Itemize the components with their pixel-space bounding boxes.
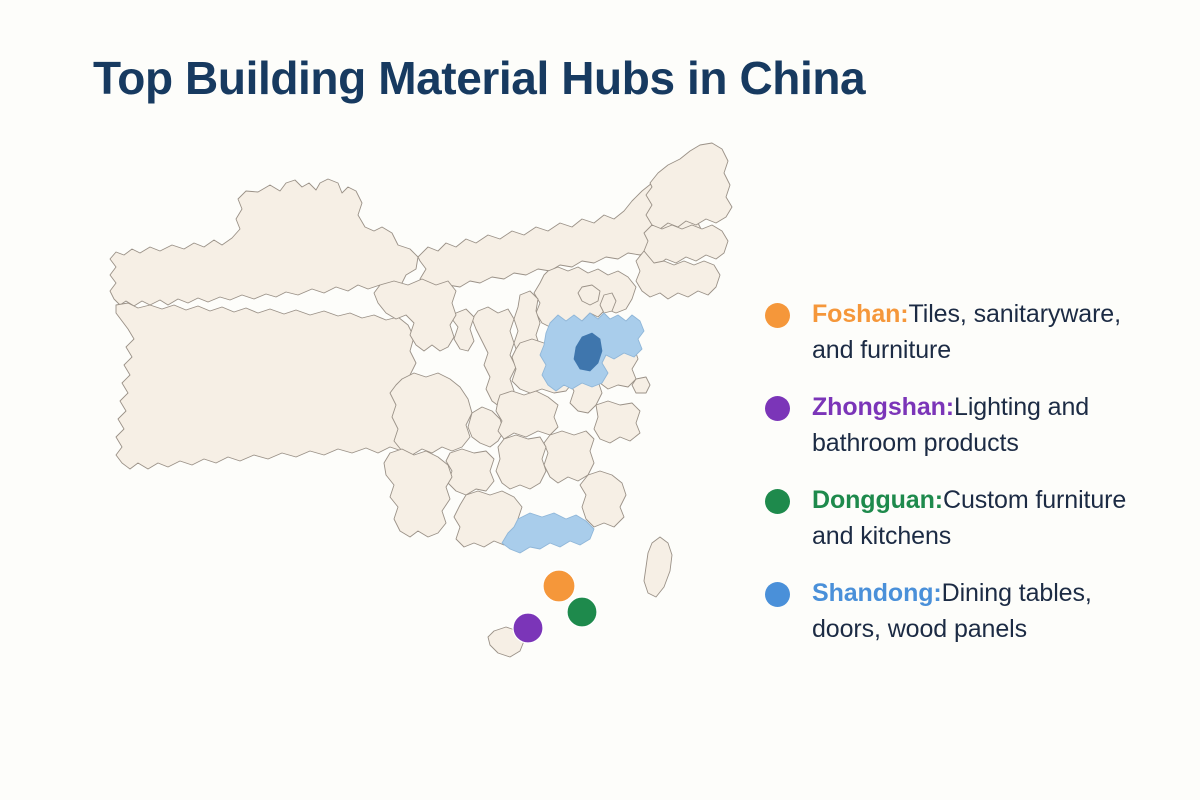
legend-name-foshan: Foshan: [812,300,909,328]
province-ningxia [451,308,475,352]
legend-text-zhongshan: Zhongshan:Lighting and bathroom products [812,389,1163,461]
legend-text-foshan: Foshan:Tiles, sanitaryware, and furnitur… [812,296,1163,368]
map-marker-zhongshan[interactable] [512,612,544,644]
province-hunan [495,434,547,490]
legend-name-shandong: Shandong: [812,579,942,607]
province-yunnan [383,448,453,538]
province-beijing [577,284,601,306]
province-jilin [643,224,729,266]
province-xinjiang [109,178,419,307]
legend-item-shandong[interactable]: Shandong:Dining tables, doors, wood pane… [763,575,1163,647]
province-heilongjiang [645,142,733,230]
province-tianjin [599,292,617,314]
map-marker-foshan[interactable] [542,569,576,603]
legend-item-zhongshan[interactable]: Zhongshan:Lighting and bathroom products [763,389,1163,461]
legend-dot-foshan [765,303,790,328]
province-shandong-inner-highlight [573,332,603,372]
legend-text-dongguan: Dongguan:Custom furniture and kitchens [812,482,1163,554]
legend-description-zhongshan: Lighting and bathroom products [812,393,1090,457]
legend-dot-dongguan [765,489,790,514]
province-sichuan [389,372,473,456]
province-hubei [495,390,559,440]
province-zhejiang [593,400,641,444]
legend-item-foshan[interactable]: Foshan:Tiles, sanitaryware, and furnitur… [763,296,1163,368]
legend: Foshan:Tiles, sanitaryware, and furnitur… [763,296,1163,647]
province-gansu [373,278,457,352]
province-chongqing [467,406,505,448]
legend-description-shandong: Dining tables, doors, wood panels [812,579,1092,643]
legend-dot-shandong [765,582,790,607]
legend-name-zhongshan: Zhongshan: [812,393,955,421]
province-shanghai [631,376,651,394]
legend-dot-zhongshan [765,396,790,421]
province-tibet [115,302,421,470]
map-marker-dongguan[interactable] [566,596,598,628]
province-jiangxi [543,430,595,484]
province-liaoning [635,250,721,300]
china-map-svg [109,142,733,658]
legend-text-shandong: Shandong:Dining tables, doors, wood pane… [812,575,1163,647]
page-title: Top Building Material Hubs in China [93,52,866,104]
legend-name-dongguan: Dongguan: [812,486,944,514]
province-taiwan [643,536,673,598]
china-map [80,135,740,695]
province-fujian [579,470,627,528]
legend-description-dongguan: Custom furniture and kitchens [812,486,1127,550]
province-guizhou [445,448,495,496]
legend-description-foshan: Tiles, sanitaryware, and furniture [812,300,1121,364]
legend-item-dongguan[interactable]: Dongguan:Custom furniture and kitchens [763,482,1163,554]
province-guangdong-highlight [501,512,595,554]
